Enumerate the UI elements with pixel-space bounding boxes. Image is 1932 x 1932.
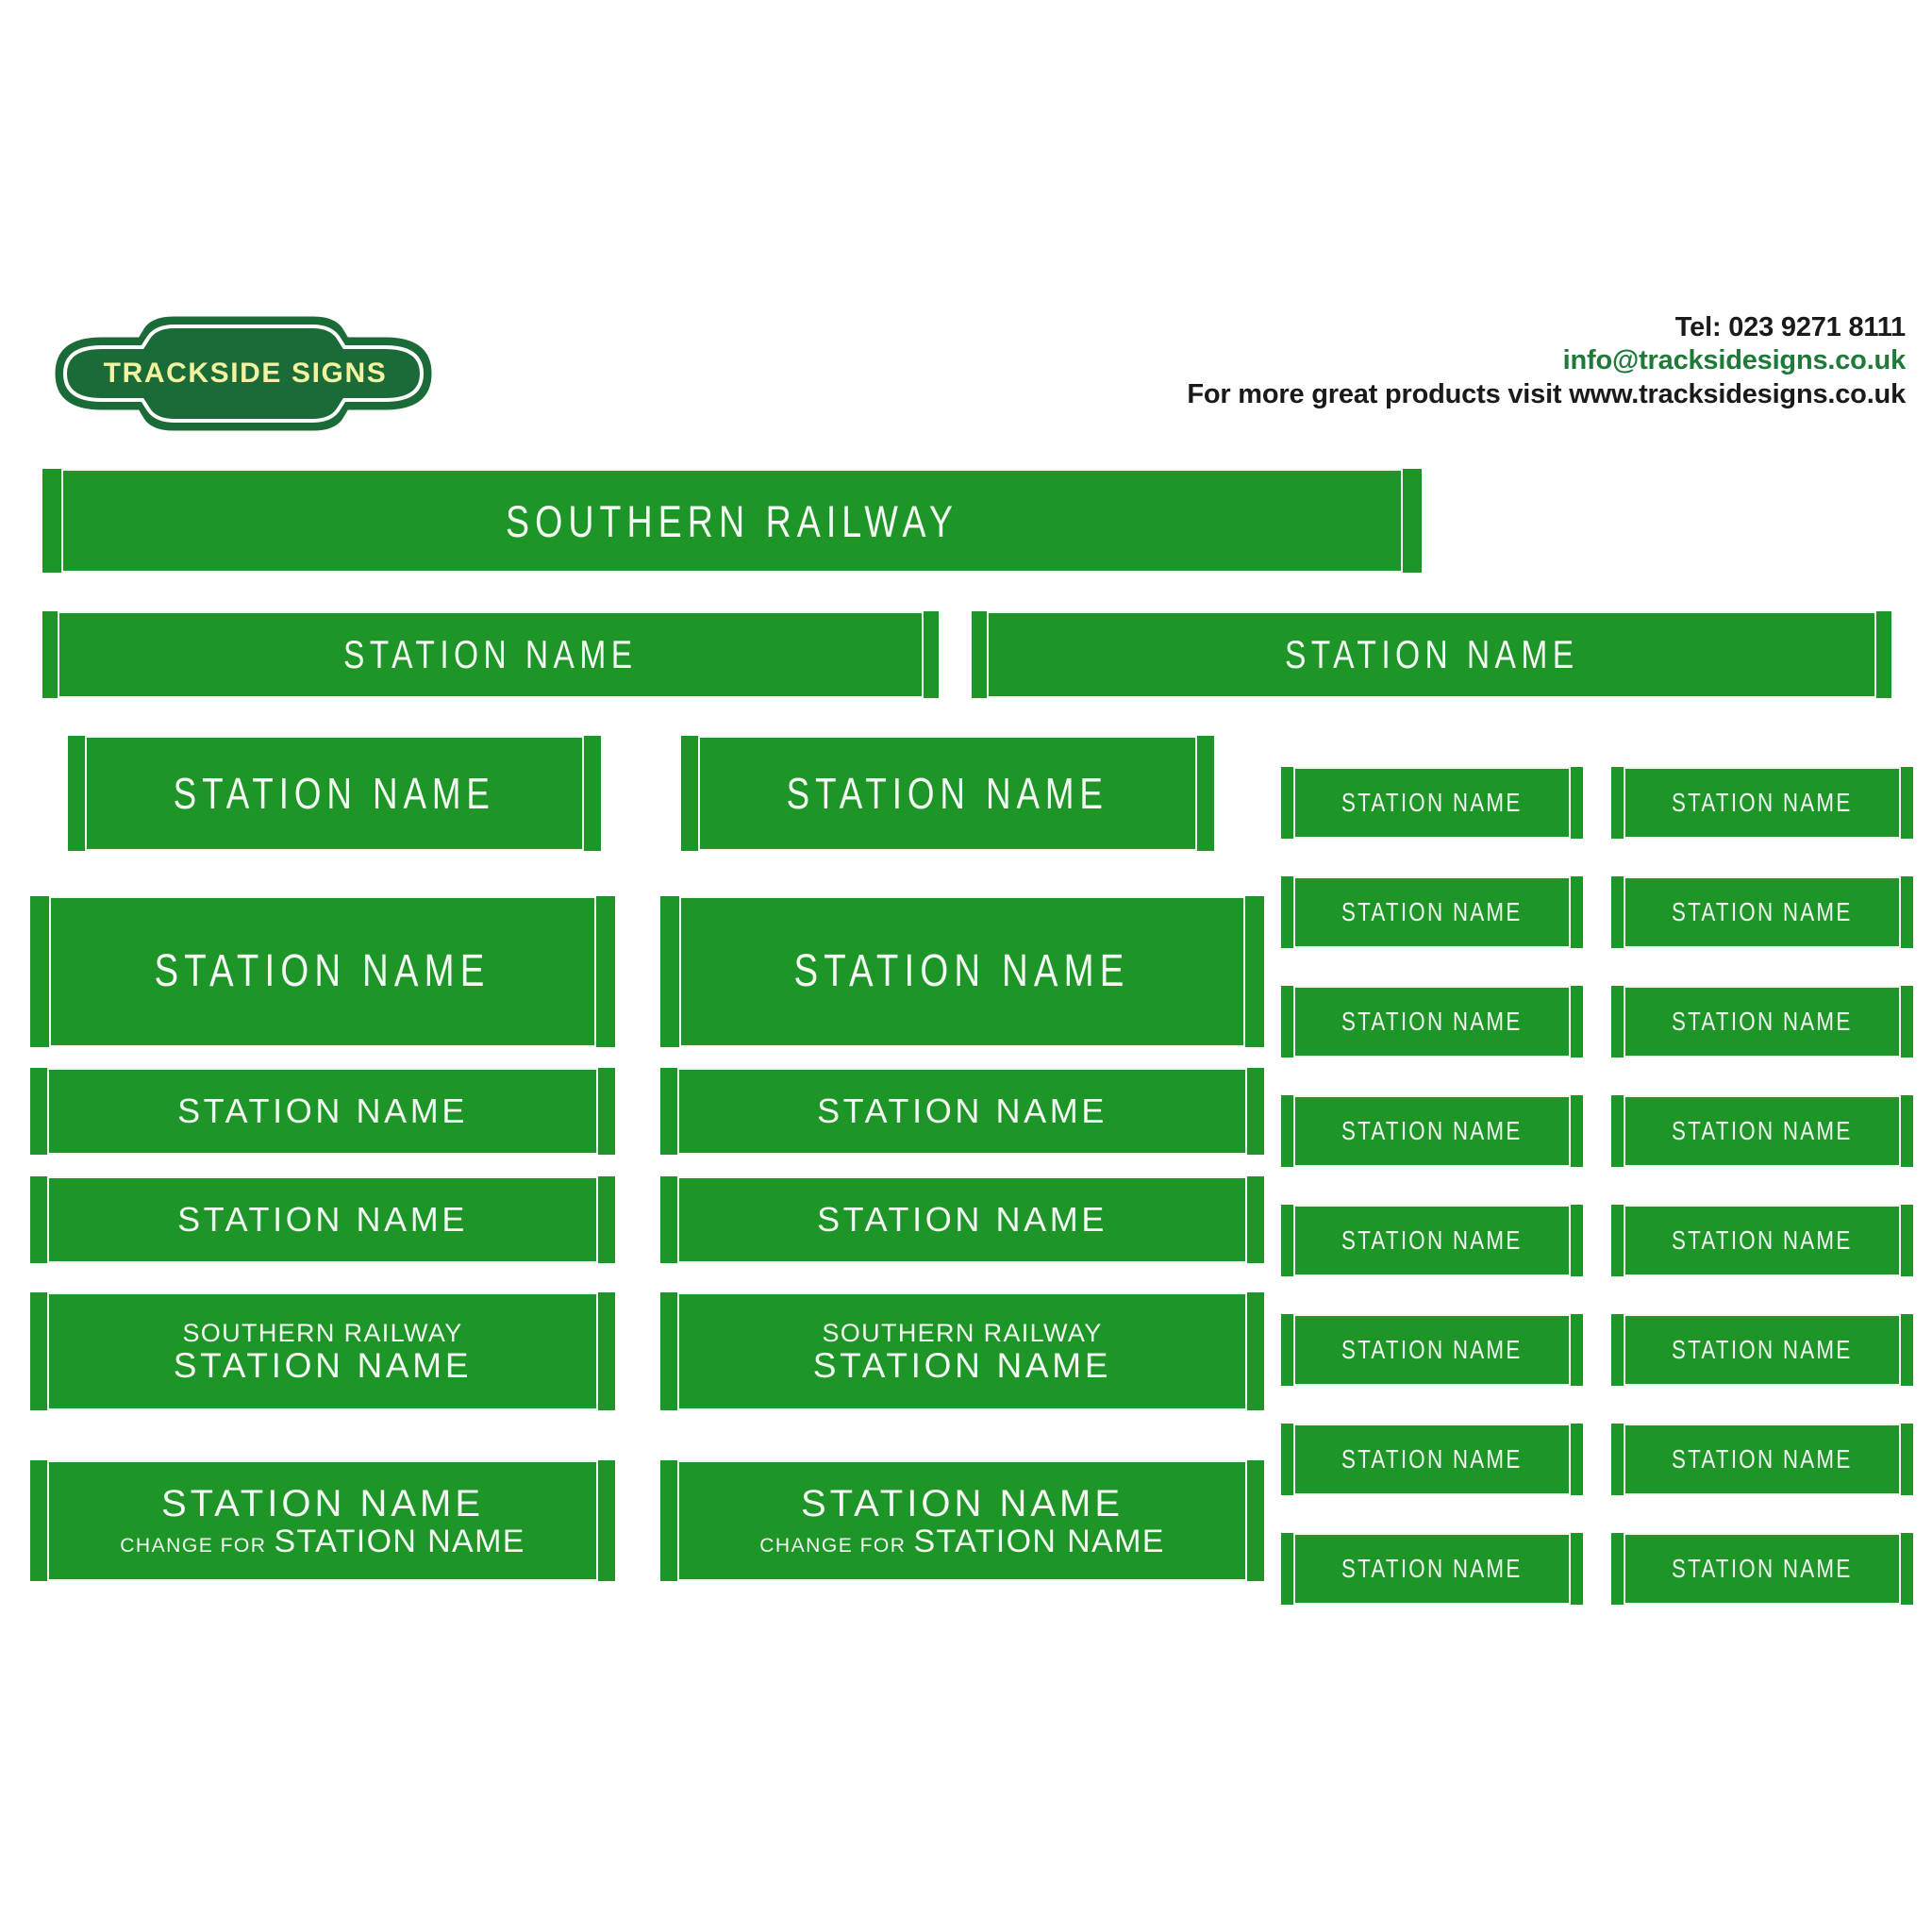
sign-col4-5[interactable]: STATION NAME bbox=[1611, 1205, 1913, 1276]
sign-text-line1: STATION NAME bbox=[800, 1482, 1124, 1524]
sign-col2-2[interactable]: STATION NAME bbox=[660, 896, 1264, 1047]
email-line[interactable]: info@tracksidesigns.co.uk bbox=[1562, 345, 1907, 376]
sign-col4-6[interactable]: STATION NAME bbox=[1611, 1314, 1913, 1386]
sign-col2-1[interactable]: STATION NAME bbox=[681, 736, 1214, 851]
telephone-line: Tel: 023 9271 8111 bbox=[1674, 312, 1906, 342]
sign-text: STATION NAME bbox=[1672, 897, 1853, 926]
sign-col4-2[interactable]: STATION NAME bbox=[1611, 876, 1913, 948]
sign-text: STATION NAME bbox=[817, 1091, 1108, 1130]
sign-text: STATION NAME bbox=[1341, 1007, 1523, 1036]
sign-text: STATION NAME bbox=[1341, 1444, 1523, 1474]
sign-text: STATION NAME bbox=[1341, 788, 1523, 817]
change-for-station: STATION NAME bbox=[913, 1523, 1165, 1559]
sign-text-line2: CHANGE FOR STATION NAME bbox=[759, 1525, 1165, 1557]
sign-text: STATION NAME bbox=[173, 769, 496, 818]
sign-col2-4[interactable]: STATION NAME bbox=[660, 1176, 1264, 1263]
sign-text: SOUTHERN RAILWAY bbox=[506, 495, 958, 546]
sign-text: STATION NAME bbox=[1341, 1116, 1523, 1145]
sign-text: STATION NAME bbox=[1284, 632, 1579, 676]
sign-col4-7[interactable]: STATION NAME bbox=[1611, 1424, 1913, 1495]
sign-col2-3[interactable]: STATION NAME bbox=[660, 1068, 1264, 1155]
sign-text: STATION NAME bbox=[1341, 1225, 1523, 1255]
sign-col3-1[interactable]: STATION NAME bbox=[1281, 767, 1583, 839]
logo-label: TRACKSIDE SIGNS bbox=[103, 358, 388, 389]
sign-col4-1[interactable]: STATION NAME bbox=[1611, 767, 1913, 839]
change-for-station: STATION NAME bbox=[274, 1523, 525, 1559]
sign-col1-2[interactable]: STATION NAME bbox=[30, 896, 615, 1047]
sign-row2-left[interactable]: STATION NAME bbox=[42, 611, 939, 698]
totem-logo-shape bbox=[55, 316, 432, 431]
sign-text: STATION NAME bbox=[817, 1200, 1108, 1239]
website-line[interactable]: For more great products visit www.tracks… bbox=[1187, 378, 1906, 409]
sign-col1-5-southern-railway-station[interactable]: SOUTHERN RAILWAY STATION NAME bbox=[30, 1292, 615, 1410]
sign-text-line1: STATION NAME bbox=[160, 1482, 485, 1524]
sign-southern-railway-banner[interactable]: SOUTHERN RAILWAY bbox=[42, 469, 1422, 573]
sign-text: STATION NAME bbox=[786, 769, 1109, 818]
sign-col4-3[interactable]: STATION NAME bbox=[1611, 986, 1913, 1058]
sign-col3-3[interactable]: STATION NAME bbox=[1281, 986, 1583, 1058]
sign-text-line2: STATION NAME bbox=[812, 1345, 1112, 1385]
sign-col3-6[interactable]: STATION NAME bbox=[1281, 1314, 1583, 1386]
sign-col4-8[interactable]: STATION NAME bbox=[1611, 1533, 1913, 1605]
sign-col3-8[interactable]: STATION NAME bbox=[1281, 1533, 1583, 1605]
sign-col1-6-change-for[interactable]: STATION NAME CHANGE FOR STATION NAME bbox=[30, 1460, 615, 1581]
sign-col1-4[interactable]: STATION NAME bbox=[30, 1176, 615, 1263]
sign-col2-5-southern-railway-station[interactable]: SOUTHERN RAILWAY STATION NAME bbox=[660, 1292, 1264, 1410]
sign-text-line2: STATION NAME bbox=[173, 1345, 473, 1385]
sign-text: STATION NAME bbox=[343, 632, 638, 676]
sign-text: STATION NAME bbox=[1672, 1444, 1853, 1474]
contact-info: Tel: 023 9271 8111 info@tracksidesigns.c… bbox=[1187, 311, 1906, 411]
sign-text: STATION NAME bbox=[1672, 788, 1853, 817]
sign-text: STATION NAME bbox=[1672, 1335, 1853, 1364]
sign-text: STATION NAME bbox=[793, 946, 1131, 996]
sign-col4-4[interactable]: STATION NAME bbox=[1611, 1095, 1913, 1167]
sign-text-line1: SOUTHERN RAILWAY bbox=[822, 1318, 1103, 1347]
sign-text: STATION NAME bbox=[177, 1200, 468, 1239]
sign-col3-2[interactable]: STATION NAME bbox=[1281, 876, 1583, 948]
sign-col3-7[interactable]: STATION NAME bbox=[1281, 1424, 1583, 1495]
trackside-signs-logo[interactable]: TRACKSIDE SIGNS bbox=[55, 316, 432, 431]
sign-text-line2: CHANGE FOR STATION NAME bbox=[120, 1525, 525, 1557]
sign-text: STATION NAME bbox=[177, 1091, 468, 1130]
sign-text: STATION NAME bbox=[154, 946, 491, 996]
sign-col1-1[interactable]: STATION NAME bbox=[68, 736, 601, 851]
sign-col3-4[interactable]: STATION NAME bbox=[1281, 1095, 1583, 1167]
sign-text: STATION NAME bbox=[1341, 897, 1523, 926]
sign-col2-6-change-for[interactable]: STATION NAME CHANGE FOR STATION NAME bbox=[660, 1460, 1264, 1581]
sign-text-line1: SOUTHERN RAILWAY bbox=[182, 1318, 463, 1347]
sign-text: STATION NAME bbox=[1341, 1335, 1523, 1364]
sign-text: STATION NAME bbox=[1672, 1116, 1853, 1145]
sign-col1-3[interactable]: STATION NAME bbox=[30, 1068, 615, 1155]
sign-col3-5[interactable]: STATION NAME bbox=[1281, 1205, 1583, 1276]
change-for-prefix: CHANGE FOR bbox=[759, 1534, 907, 1557]
sign-text: STATION NAME bbox=[1672, 1225, 1853, 1255]
sign-text: STATION NAME bbox=[1341, 1554, 1523, 1583]
sign-text: STATION NAME bbox=[1672, 1554, 1853, 1583]
page-header: TRACKSIDE SIGNS Tel: 023 9271 8111 info@… bbox=[0, 0, 1932, 453]
sign-text: STATION NAME bbox=[1672, 1007, 1853, 1036]
change-for-prefix: CHANGE FOR bbox=[120, 1534, 267, 1557]
sign-row2-right[interactable]: STATION NAME bbox=[972, 611, 1891, 698]
